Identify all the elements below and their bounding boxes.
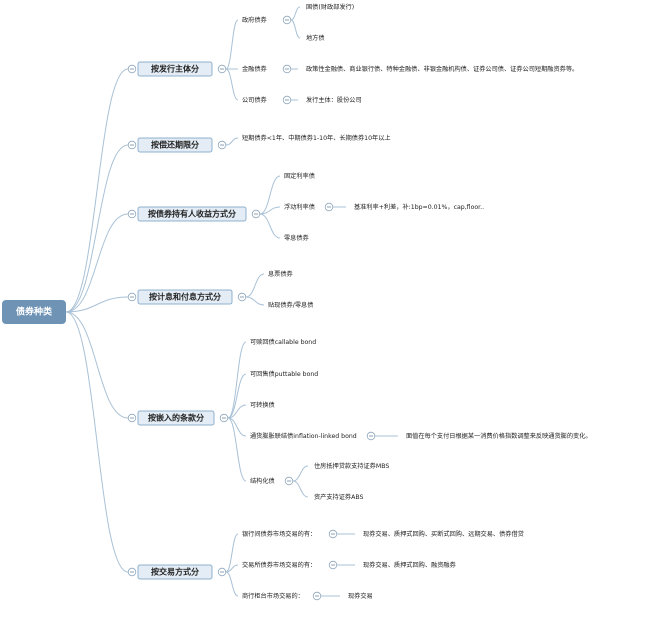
link-root-branch-5 bbox=[65, 311, 129, 573]
link-branch-3-child-1 bbox=[245, 296, 265, 306]
collapse-toggle-branch-2-children[interactable] bbox=[251, 209, 261, 219]
branch-node-1[interactable] bbox=[137, 137, 213, 153]
link-branch-0-child-0 bbox=[225, 19, 239, 70]
collapse-toggle-branch-0-children[interactable] bbox=[217, 64, 227, 74]
branch-node-0[interactable] bbox=[137, 61, 213, 77]
collapse-toggle-branch-5-children[interactable] bbox=[217, 567, 227, 577]
link-branch-4-child-2 bbox=[227, 404, 247, 419]
link-branch-4-child-4-sub-1 bbox=[292, 480, 309, 498]
collapse-toggle-branch-5-child-1[interactable] bbox=[328, 560, 338, 570]
root-node-label: 债券种类 bbox=[16, 306, 53, 318]
branch-3-child-1: 贴现债券/零息债 bbox=[268, 301, 313, 309]
branch-5-child-2-sub-0: 现券交易 bbox=[348, 592, 373, 600]
branch-label-3: 按计息和付息方式分 bbox=[149, 292, 221, 302]
link-branch-4-child-4 bbox=[227, 417, 247, 482]
collapse-toggle-branch-5-child-2[interactable] bbox=[312, 591, 322, 601]
branch-5-child-1-sub-0: 现券交易、质押式回购、融资融券 bbox=[363, 561, 457, 569]
link-branch-3-child-0 bbox=[245, 273, 265, 298]
collapse-toggle-branch-0[interactable] bbox=[127, 64, 137, 74]
collapse-toggle-branch-3-children[interactable] bbox=[237, 292, 247, 302]
branch-5-child-2: 商行柜台市场交易的： bbox=[242, 592, 304, 600]
collapse-toggle-branch-4-child-4[interactable] bbox=[284, 476, 294, 486]
link-branch-5-child-0 bbox=[225, 533, 239, 573]
link-root-branch-3 bbox=[65, 296, 129, 313]
branch-5-child-0-sub-0: 现券交易、质押式回购、买断式回购、远期交易、债券借贷 bbox=[363, 530, 524, 538]
link-branch-0-child-0-sub-0 bbox=[290, 6, 301, 21]
collapse-toggle-branch-1[interactable] bbox=[127, 140, 137, 150]
branch-4-child-3: 通货膨胀联结债inflation-linked bond bbox=[250, 432, 357, 440]
link-branch-4-child-4-sub-0 bbox=[292, 465, 309, 482]
branch-node-5[interactable] bbox=[137, 564, 213, 580]
link-branch-0-child-0-sub-1 bbox=[290, 19, 301, 39]
branch-4-child-2: 可转换债 bbox=[250, 401, 275, 409]
collapse-toggle-branch-5[interactable] bbox=[127, 567, 137, 577]
branch-node-4[interactable] bbox=[137, 410, 215, 426]
branch-4-child-0: 可赎回债callable bond bbox=[250, 338, 316, 346]
branch-2-child-0: 固定利率债 bbox=[284, 172, 315, 180]
branch-2-child-2: 零息债券 bbox=[284, 234, 310, 242]
branch-5-child-0: 银行间债券市场交易的有： bbox=[242, 530, 316, 538]
branch-0-child-0: 政府债券 bbox=[242, 16, 268, 24]
link-root-branch-0 bbox=[65, 68, 129, 313]
collapse-toggle-branch-0-child-1[interactable] bbox=[282, 64, 292, 74]
branch-0-child-1: 金融债券 bbox=[242, 65, 268, 73]
link-branch-2-child-2 bbox=[259, 213, 281, 239]
branch-1-child-0: 短期债券<1年、中期债券1-10年、长期债券10年以上 bbox=[242, 134, 391, 142]
branch-4-child-3-sub-0: 面值在每个支付日根据某一消费价格指数调整来反映通货膨的变化。 bbox=[406, 432, 592, 440]
link-root-branch-4 bbox=[65, 311, 129, 419]
branch-4-child-4: 结构化债 bbox=[250, 477, 275, 485]
branch-4-child-1: 可回售债puttable bond bbox=[250, 370, 318, 378]
branch-2-child-1: 浮动利率债 bbox=[284, 203, 315, 211]
collapse-toggle-branch-0-child-2[interactable] bbox=[282, 95, 292, 105]
branch-0-child-0-sub-0: 国债(财政部发行) bbox=[306, 3, 354, 11]
branch-label-1: 按偿还期限分 bbox=[151, 140, 199, 150]
branch-4-child-4-sub-0: 住房抵押贷款支持证券MBS bbox=[314, 462, 389, 470]
branch-label-0: 按发行主体分 bbox=[151, 64, 199, 74]
collapse-toggle-branch-2[interactable] bbox=[127, 209, 137, 219]
branch-2-child-1-sub-0: 基准利率+利差，补:1bp=0.01%，cap,floor.. bbox=[354, 203, 484, 211]
collapse-toggle-branch-0-child-0[interactable] bbox=[282, 15, 292, 25]
branch-label-5: 按交易方式分 bbox=[151, 567, 199, 577]
links-layer bbox=[65, 6, 398, 597]
branch-node-2[interactable] bbox=[137, 206, 247, 222]
collapse-toggle-branch-1-children[interactable] bbox=[217, 140, 227, 150]
root-node-box[interactable] bbox=[2, 300, 66, 324]
link-branch-2-child-0 bbox=[259, 175, 281, 215]
link-branch-5-child-1 bbox=[225, 564, 239, 573]
link-root-branch-2 bbox=[65, 213, 129, 313]
link-branch-5-child-2 bbox=[225, 571, 239, 597]
branch-node-3[interactable] bbox=[137, 289, 233, 305]
collapse-toggle-branch-4[interactable] bbox=[127, 413, 137, 423]
branch-label-4: 按嵌入的条款分 bbox=[148, 413, 204, 423]
branch-0-child-1-sub-0: 政策性金融债、商业银行债、特种金融债、非银金融机构债、证券公司债、证券公司短期融… bbox=[306, 65, 578, 73]
branch-4-child-4-sub-1: 资产支持证券ABS bbox=[314, 493, 363, 501]
branch-5-child-1: 交易所债券市场交易的有： bbox=[242, 561, 316, 569]
link-branch-2-child-1 bbox=[259, 206, 281, 215]
branch-3-child-0: 息票债券 bbox=[268, 270, 294, 278]
link-branch-4-child-1 bbox=[227, 373, 247, 419]
link-branch-4-child-0 bbox=[227, 341, 247, 419]
collapse-toggle-branch-4-child-3[interactable] bbox=[366, 431, 376, 441]
link-branch-1-child-0 bbox=[225, 137, 239, 146]
branch-0-child-2-sub-0: 发行主体：股份公司 bbox=[306, 96, 362, 104]
branch-0-child-2: 公司债券 bbox=[242, 96, 268, 104]
collapse-toggle-branch-4-children[interactable] bbox=[219, 413, 229, 423]
link-branch-0-child-2 bbox=[225, 68, 239, 101]
collapse-toggle-branch-5-child-0[interactable] bbox=[328, 529, 338, 539]
branch-0-child-0-sub-1: 地方债 bbox=[306, 34, 325, 42]
branch-label-2: 按债券持有人收益方式分 bbox=[148, 209, 236, 219]
collapse-toggle-branch-2-child-1[interactable] bbox=[324, 202, 334, 212]
link-root-branch-1 bbox=[65, 144, 129, 313]
collapse-toggle-branch-3[interactable] bbox=[127, 292, 137, 302]
